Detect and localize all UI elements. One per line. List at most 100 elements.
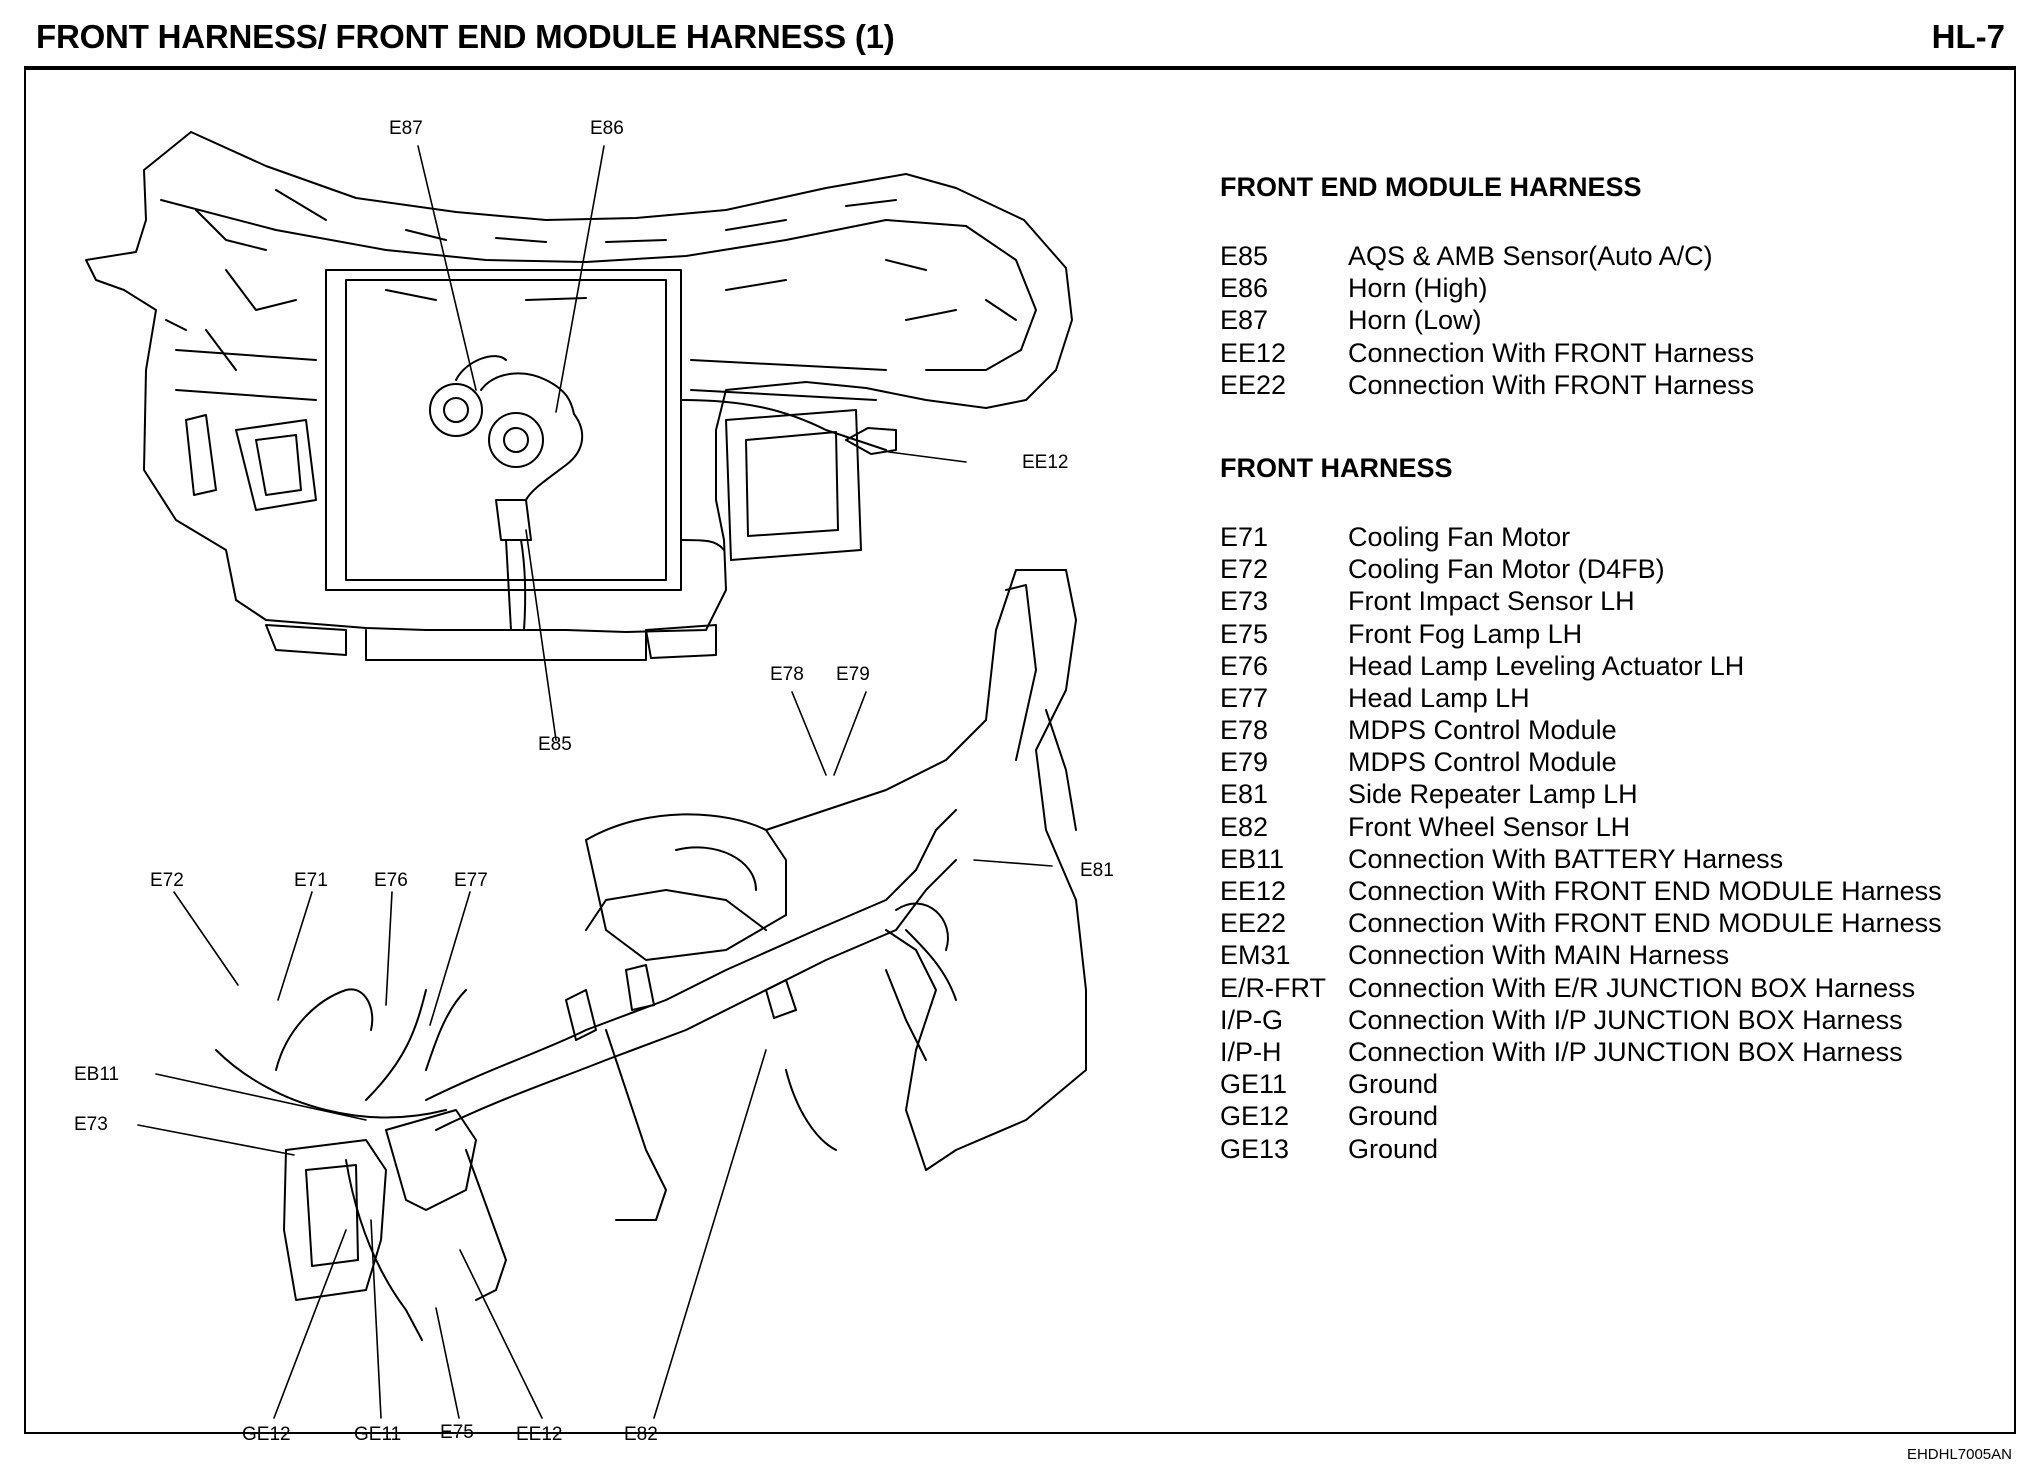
frame-border-bottom	[24, 1432, 2016, 1434]
connector-legend: FRONT END MODULE HARNESS E85 AQS & AMB Se…	[1220, 172, 2000, 1165]
legend-desc: Connection With BATTERY Harness	[1348, 843, 1784, 874]
callout-labels: E87 E86 EE12 E85 E78 E79 E81 E72 E71 E76…	[74, 118, 1114, 1445]
legend-row: E77 Head Lamp LH	[1220, 682, 2000, 714]
legend-row: EB11 Connection With BATTERY Harness	[1220, 843, 2000, 875]
legend-desc: MDPS Control Module	[1348, 747, 1617, 778]
legend-code: E73	[1220, 586, 1269, 617]
callout-ee12-top: EE12	[1022, 452, 1068, 473]
legend-code: E87	[1220, 305, 1269, 336]
legend-row: E73 Front Impact Sensor LH	[1220, 585, 2000, 617]
front-end-module-carrier	[85, 131, 1073, 661]
legend-row: E76 Head Lamp Leveling Actuator LH	[1220, 650, 2000, 682]
front-harness-body	[215, 569, 1087, 1341]
legend-row: I/P-H Connection With I/P JUNCTION BOX Ha…	[1220, 1036, 2000, 1068]
legend-code: E86	[1220, 273, 1269, 304]
callout-ge12: GE12	[242, 1424, 291, 1445]
legend-code: EM31	[1220, 940, 1291, 971]
legend-desc: Side Repeater Lamp LH	[1348, 779, 1638, 810]
legend-row: GE11 Ground	[1220, 1068, 2000, 1100]
callout-e73: E73	[74, 1114, 108, 1135]
legend-code: GE12	[1220, 1101, 1290, 1132]
legend-code: I/P-H	[1220, 1036, 1282, 1067]
legend-code: E79	[1220, 747, 1269, 778]
page-code: HL-7	[1931, 18, 2005, 55]
legend-code: E72	[1220, 554, 1269, 585]
legend-code: E76	[1220, 650, 1269, 681]
title-rule	[24, 66, 2016, 70]
legend-row: EE22 Connection With FRONT Harness	[1220, 369, 2000, 401]
legend-desc: Ground	[1348, 1133, 1439, 1164]
callout-e86: E86	[590, 118, 624, 139]
legend-code: E75	[1220, 618, 1269, 649]
legend-desc: Front Impact Sensor LH	[1348, 586, 1635, 617]
callout-e76: E76	[374, 870, 408, 891]
frame-border-left	[24, 66, 26, 1434]
callout-eb11: EB11	[74, 1064, 119, 1085]
callout-e79: E79	[836, 664, 870, 685]
legend-desc: Connection With E/R JUNCTION BOX Harness	[1348, 972, 1916, 1003]
legend-desc: Connection With I/P JUNCTION BOX Harness	[1348, 1004, 1903, 1035]
legend-desc: AQS & AMB Sensor(Auto A/C)	[1348, 241, 1713, 271]
legend-row: E87 Horn (Low)	[1220, 304, 2000, 336]
legend-code: E81	[1220, 779, 1269, 810]
legend-desc: Horn (High)	[1348, 273, 1488, 304]
legend-row: E78 MDPS Control Module	[1220, 714, 2000, 746]
legend-row: I/P-G Connection With I/P JUNCTION BOX Ha…	[1220, 1004, 2000, 1036]
legend-code: E78	[1220, 715, 1269, 746]
callout-e72: E72	[150, 870, 184, 891]
callout-e85: E85	[538, 734, 572, 755]
legend-desc: Cooling Fan Motor	[1348, 521, 1571, 552]
legend-heading-front-end-module: FRONT END MODULE HARNESS	[1220, 172, 1642, 202]
legend-row: GE13 Ground	[1220, 1133, 2000, 1165]
legend-desc: Horn (Low)	[1348, 305, 1482, 336]
legend-row: EE12 Connection With FRONT Harness	[1220, 337, 2000, 369]
legend-row: E75 Front Fog Lamp LH	[1220, 618, 2000, 650]
legend-code: E77	[1220, 682, 1269, 713]
legend-row: GE12 Ground	[1220, 1100, 2000, 1132]
callout-e78: E78	[770, 664, 804, 685]
legend-desc: MDPS Control Module	[1348, 715, 1617, 746]
legend-desc: Front Wheel Sensor LH	[1348, 811, 1631, 842]
callout-e71: E71	[294, 870, 328, 891]
document-code: EHDHL7005AN	[1906, 1446, 2012, 1463]
legend-row: E81 Side Repeater Lamp LH	[1220, 778, 2000, 810]
legend-code: E71	[1220, 521, 1269, 552]
callout-e75: E75	[440, 1422, 474, 1443]
legend-row: E/R-FRT Connection With E/R JUNCTION BOX …	[1220, 972, 2000, 1004]
leader-lines	[137, 145, 1053, 1419]
legend-code: GE13	[1220, 1133, 1290, 1164]
legend-row: E71 Cooling Fan Motor	[1220, 521, 2000, 553]
legend-desc: Connection With FRONT END MODULE Harness	[1348, 876, 1942, 906]
legend-desc: Ground	[1348, 1069, 1439, 1100]
page-title: FRONT HARNESS/ FRONT END MODULE HARNESS …	[36, 18, 895, 55]
callout-e82: E82	[624, 1424, 658, 1445]
legend-desc: Connection With FRONT Harness	[1348, 369, 1755, 400]
legend-code: EB11	[1220, 843, 1285, 874]
legend-group-front: E71 Cooling Fan Motor E72 Cooling Fan Moto…	[1220, 521, 2000, 1165]
legend-code: I/P-G	[1220, 1004, 1284, 1035]
legend-row: E72 Cooling Fan Motor (D4FB)	[1220, 553, 2000, 585]
callout-e77: E77	[454, 870, 488, 891]
legend-code: EE22	[1220, 908, 1287, 939]
callout-ee12-bottom: EE12	[516, 1424, 562, 1445]
callout-ge11: GE11	[354, 1424, 401, 1445]
legend-desc: Connection With I/P JUNCTION BOX Harness	[1348, 1036, 1903, 1067]
legend-desc: Connection With FRONT Harness	[1348, 337, 1755, 368]
legend-desc: Ground	[1348, 1101, 1439, 1132]
legend-code: E/R-FRT	[1220, 972, 1326, 1003]
legend-code: EE12	[1220, 337, 1287, 368]
legend-desc: Head Lamp LH	[1348, 682, 1530, 713]
legend-row: EM31 Connection With MAIN Harness	[1220, 939, 2000, 971]
legend-desc: Front Fog Lamp LH	[1348, 618, 1583, 649]
callout-e81: E81	[1080, 860, 1114, 881]
legend-code: E85	[1220, 241, 1269, 271]
legend-group-front-end-module: E85 AQS & AMB Sensor(Auto A/C) E86 Horn (H…	[1220, 240, 2000, 401]
legend-code: GE11	[1220, 1069, 1288, 1100]
legend-desc: Connection With MAIN Harness	[1348, 940, 1730, 971]
legend-row: E79 MDPS Control Module	[1220, 746, 2000, 778]
legend-desc: Cooling Fan Motor (D4FB)	[1348, 554, 1665, 585]
legend-desc: Head Lamp Leveling Actuator LH	[1348, 650, 1745, 681]
legend-code: EE22	[1220, 369, 1287, 400]
